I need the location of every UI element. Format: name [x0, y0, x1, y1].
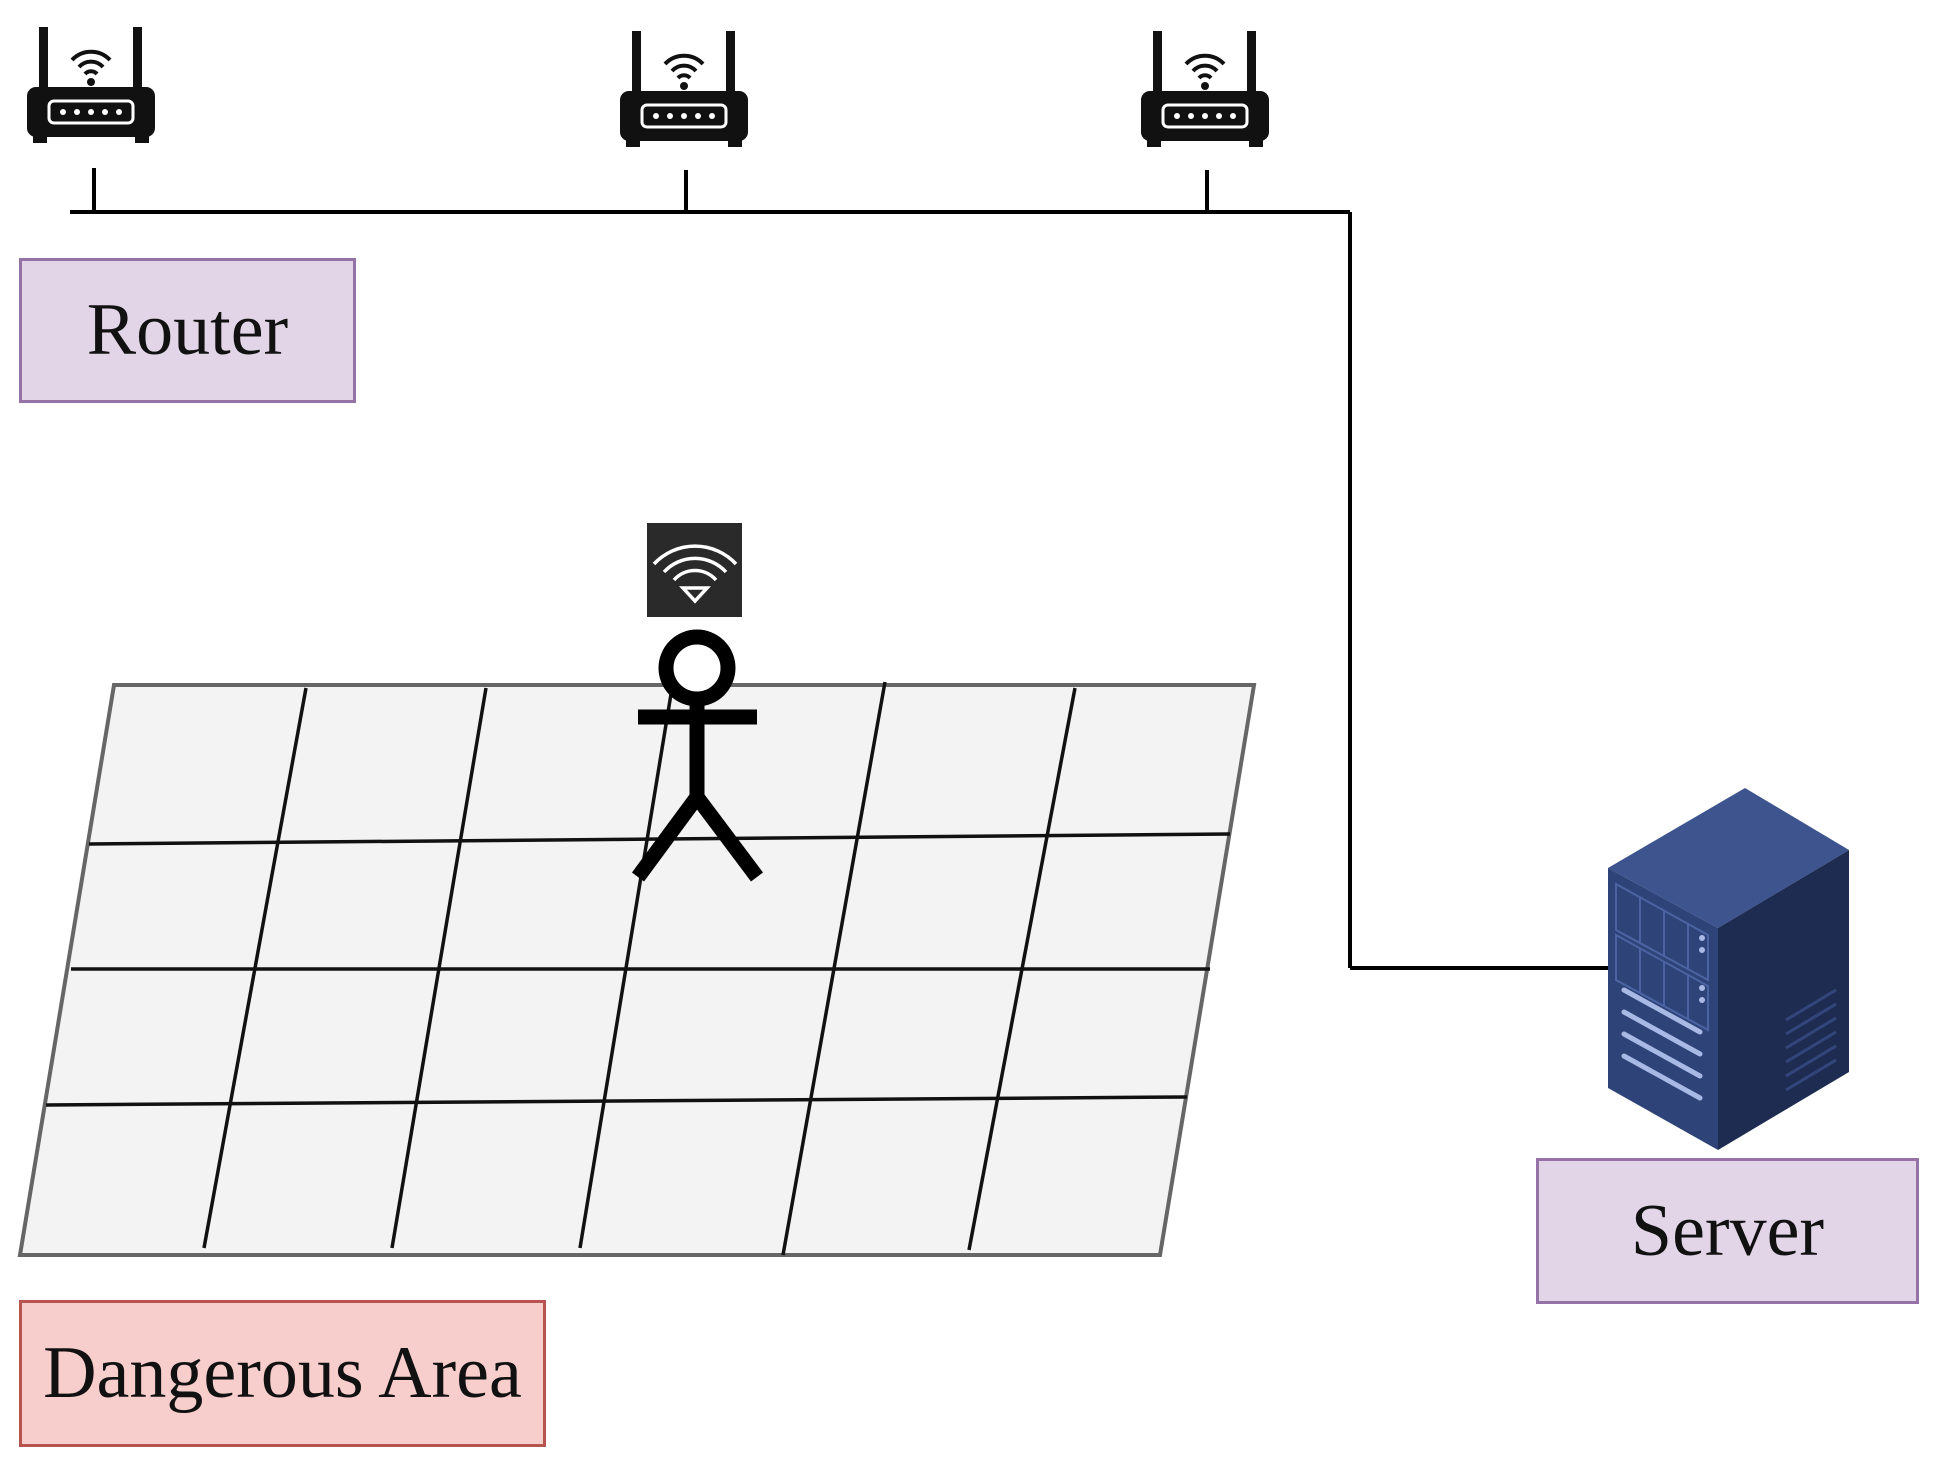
- router-label-box: [19, 258, 356, 403]
- stick-figure-icon: [631, 629, 763, 882]
- dangerous-area-label: Dangerous Area: [43, 1332, 522, 1414]
- wifi-tag-icon: [647, 523, 742, 617]
- dangerous-area-label-box: [19, 1300, 546, 1447]
- dangerous-area-grid: [17, 681, 1257, 1257]
- server-label-box: [1536, 1158, 1919, 1304]
- wifi-router-icon: [25, 25, 157, 145]
- wifi-router-icon: [618, 29, 750, 149]
- network-cable: [70, 168, 1610, 970]
- server-rack-icon: [1608, 788, 1849, 1150]
- wifi-router-icon: [1139, 29, 1271, 149]
- server-label: Server: [1630, 1189, 1825, 1272]
- router-label: Router: [86, 289, 289, 371]
